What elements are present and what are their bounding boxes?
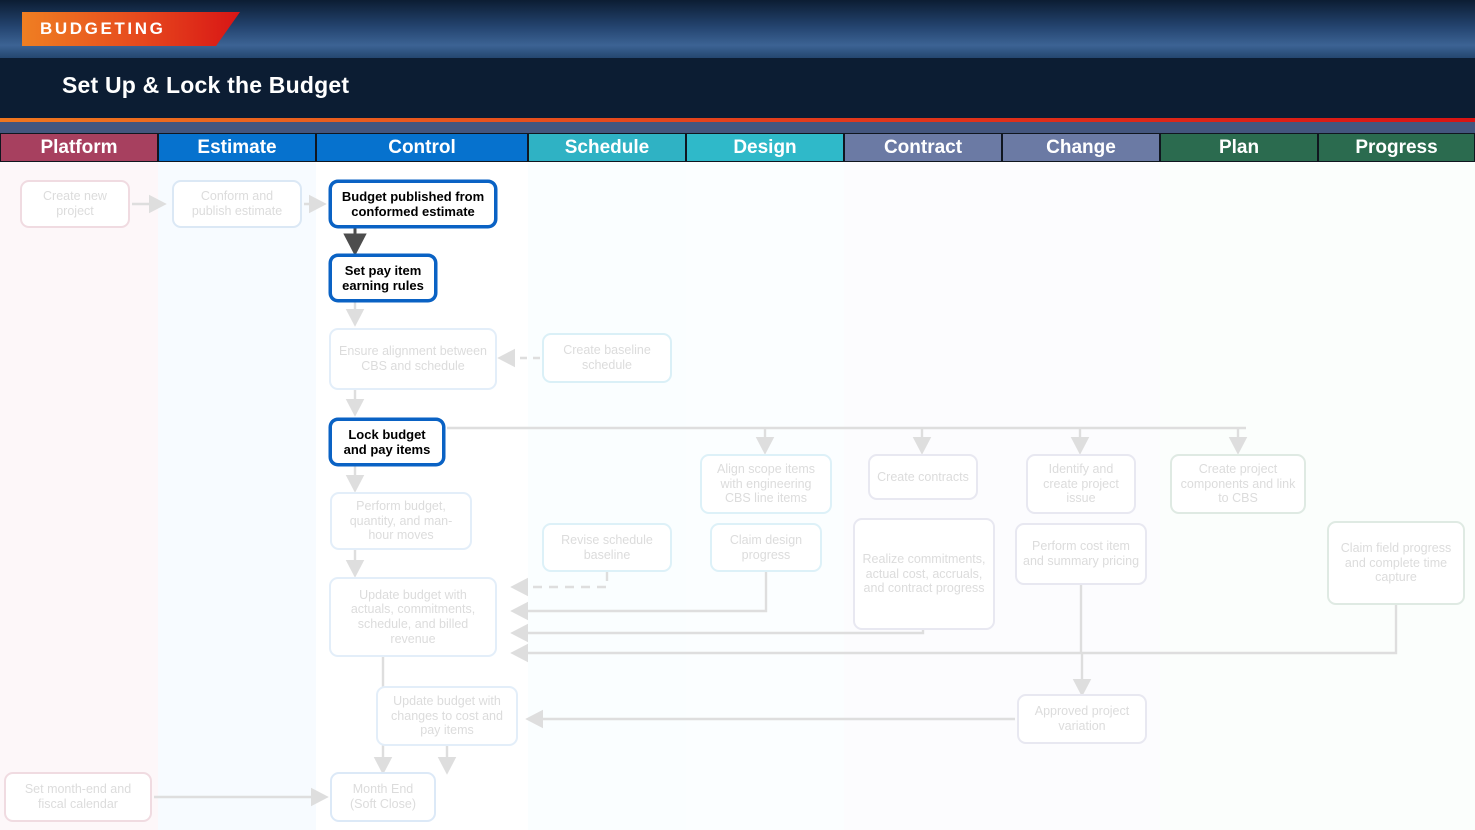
- node-label: Create baseline schedule: [563, 343, 651, 372]
- node-label: Create project components and link to CB…: [1180, 461, 1296, 506]
- node-label: Ensure alignment between CBS and schedul…: [338, 344, 487, 373]
- node-approved-project-variation[interactable]: Approved project variation: [1017, 694, 1147, 744]
- node-month-end-soft-close[interactable]: Month End (Soft Close): [330, 772, 436, 822]
- node-label: Claim design progress: [729, 532, 803, 562]
- node-align-scope-items[interactable]: Align scope items with engineering CBS l…: [700, 454, 832, 514]
- node-label: Align scope items with engineering CBS l…: [717, 461, 815, 506]
- node-label: Revise schedule baseline: [561, 532, 653, 562]
- node-label: Set month-end and fiscal calendar: [24, 782, 132, 811]
- node-label: Budget published from conformed estimate: [341, 188, 485, 219]
- node-set-pay-item-earning-rules[interactable]: Set pay item earning rules: [329, 254, 437, 302]
- module-ribbon: BUDGETING: [22, 12, 240, 46]
- node-realize-commitments[interactable]: Realize commitments, actual cost, accrua…: [853, 518, 995, 630]
- node-create-new-project[interactable]: Create new project: [20, 180, 130, 228]
- column-header-control[interactable]: Control: [316, 133, 528, 162]
- accent-rule-blue: [0, 122, 1475, 133]
- column-header-label: Design: [733, 136, 797, 158]
- column-band-progress: [1318, 162, 1475, 830]
- column-header-schedule[interactable]: Schedule: [528, 133, 686, 162]
- column-header-design[interactable]: Design: [686, 133, 844, 162]
- node-set-month-end-calendar[interactable]: Set month-end and fiscal calendar: [4, 772, 152, 822]
- title-bar: Set Up & Lock the Budget: [0, 58, 1475, 118]
- node-update-budget-changes[interactable]: Update budget with changes to cost and p…: [376, 686, 518, 746]
- connector-layer: [132, 194, 1398, 807]
- node-claim-field-progress[interactable]: Claim field progress and complete time c…: [1327, 521, 1465, 605]
- top-banner: BUDGETING: [0, 0, 1475, 58]
- node-revise-schedule-baseline[interactable]: Revise schedule baseline: [542, 523, 672, 572]
- column-header-estimate[interactable]: Estimate: [158, 133, 316, 162]
- node-label: Update budget with changes to cost and p…: [391, 693, 503, 738]
- node-label: Create new project: [43, 189, 107, 218]
- column-header-label: Estimate: [197, 136, 277, 158]
- column-band-estimate: [158, 162, 316, 830]
- column-header-contract[interactable]: Contract: [844, 133, 1002, 162]
- column-header-label: Control: [388, 136, 456, 158]
- node-create-project-components[interactable]: Create project components and link to CB…: [1170, 454, 1306, 514]
- node-label: Lock budget and pay items: [343, 426, 431, 457]
- page-title: Set Up & Lock the Budget: [62, 72, 350, 98]
- node-label: Update budget with actuals, commitments,…: [350, 587, 476, 646]
- node-budget-published[interactable]: Budget published from conformed estimate: [329, 180, 497, 228]
- column-header-progress[interactable]: Progress: [1318, 133, 1475, 162]
- column-band-platform: [0, 162, 158, 830]
- node-perform-cost-item-pricing[interactable]: Perform cost item and summary pricing: [1015, 523, 1147, 585]
- node-ensure-alignment-cbs[interactable]: Ensure alignment between CBS and schedul…: [329, 328, 497, 390]
- node-lock-budget-pay-items[interactable]: Lock budget and pay items: [329, 418, 445, 466]
- column-header-label: Progress: [1355, 136, 1438, 158]
- node-label: Set pay item earning rules: [342, 262, 424, 293]
- node-label: Approved project variation: [1034, 704, 1130, 733]
- node-identify-create-issue[interactable]: Identify and create project issue: [1026, 454, 1136, 514]
- column-header-label: Change: [1046, 136, 1116, 158]
- node-create-baseline-schedule[interactable]: Create baseline schedule: [542, 333, 672, 383]
- node-update-budget-actuals[interactable]: Update budget with actuals, commitments,…: [329, 577, 497, 657]
- node-label: Perform budget, quantity, and man-hour m…: [349, 498, 453, 543]
- node-create-contracts[interactable]: Create contracts: [868, 454, 978, 500]
- node-label: Create contracts: [877, 469, 969, 484]
- column-header-change[interactable]: Change: [1002, 133, 1160, 162]
- node-label: Month End (Soft Close): [350, 782, 416, 811]
- node-conform-publish-estimate[interactable]: Conform and publish estimate: [172, 180, 302, 228]
- column-header-label: Platform: [40, 136, 118, 158]
- accent-rule-orange: [0, 118, 1475, 122]
- node-label: Realize commitments, actual cost, accrua…: [862, 551, 986, 596]
- node-label: Claim field progress and complete time c…: [1340, 540, 1452, 585]
- column-header-label: Plan: [1218, 136, 1260, 158]
- node-label: Identify and create project issue: [1043, 461, 1119, 506]
- node-claim-design-progress[interactable]: Claim design progress: [710, 523, 822, 572]
- column-header-platform[interactable]: Platform: [0, 133, 158, 162]
- node-label: Conform and publish estimate: [191, 189, 283, 218]
- column-header-plan[interactable]: Plan: [1160, 133, 1318, 162]
- node-perform-budget-moves[interactable]: Perform budget, quantity, and man-hour m…: [330, 492, 472, 550]
- node-label: Perform cost item and summary pricing: [1023, 539, 1140, 568]
- module-ribbon-label: BUDGETING: [40, 19, 166, 38]
- column-header-label: Schedule: [564, 136, 650, 158]
- column-header-label: Contract: [883, 136, 963, 158]
